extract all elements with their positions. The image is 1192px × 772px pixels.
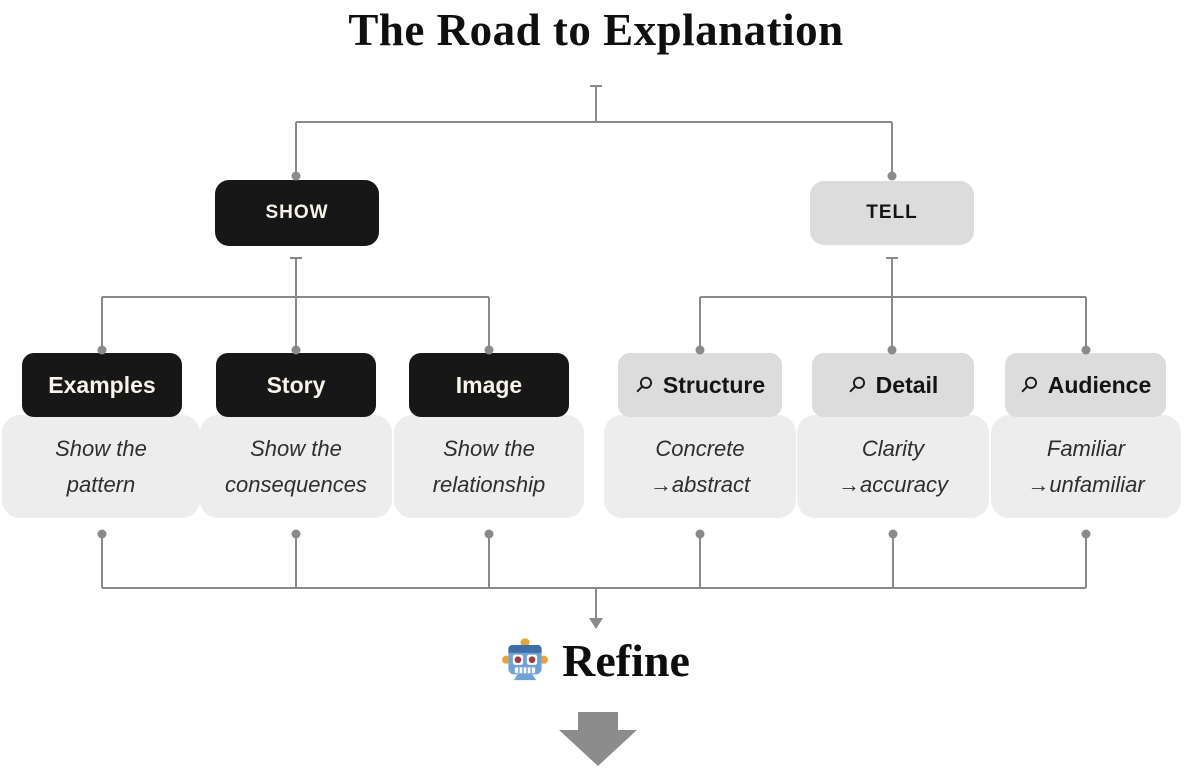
node-image: Image xyxy=(409,353,569,417)
refine-label: Refine xyxy=(562,635,690,686)
description-line: Show the xyxy=(443,436,535,462)
magnifier-icon xyxy=(636,376,652,392)
node-show: SHOW xyxy=(215,180,379,246)
description-line: Show the xyxy=(55,436,147,462)
panel-examples-description: Show the pattern xyxy=(2,415,200,518)
node-examples: Examples xyxy=(22,353,182,417)
show-subtree-connector xyxy=(101,257,490,348)
merge-connector xyxy=(101,534,1087,619)
node-detail-label: Detail xyxy=(875,371,939,398)
node-tell-label: TELL xyxy=(866,202,918,223)
node-audience: Audience xyxy=(1005,353,1166,417)
tell-subtree-connector xyxy=(699,257,1087,348)
description-line: relationship xyxy=(432,471,546,497)
description-line: pattern xyxy=(66,471,136,497)
refine-heading: Refine xyxy=(0,634,1192,687)
diagram-title: The Road to Explanation xyxy=(348,5,844,55)
node-tell: TELL xyxy=(810,181,974,245)
arrowhead-icon xyxy=(589,618,603,629)
description-line: Familiar xyxy=(1046,436,1126,462)
panel-detail-description: Clarity →accuracy xyxy=(797,415,989,518)
robot-icon xyxy=(502,638,549,680)
description-line: Show the xyxy=(250,436,342,462)
node-show-label: SHOW xyxy=(265,202,329,223)
node-examples-label: Examples xyxy=(48,371,156,398)
panel-structure-description: Concrete →abstract xyxy=(604,415,796,518)
panel-audience-description: Familiar →unfamiliar xyxy=(991,415,1181,518)
description-line: consequences xyxy=(225,471,367,497)
node-structure-label: Structure xyxy=(662,371,766,398)
description-line: →unfamiliar xyxy=(1027,471,1145,497)
magnifier-icon xyxy=(849,376,865,392)
description-line: →abstract xyxy=(649,471,751,497)
node-detail: Detail xyxy=(812,353,974,417)
node-story-label: Story xyxy=(266,371,326,398)
description-line: Clarity xyxy=(861,436,925,462)
node-image-label: Image xyxy=(455,371,523,398)
description-line: Concrete xyxy=(655,436,745,462)
panel-image-description: Show the relationship xyxy=(394,415,584,518)
node-audience-label: Audience xyxy=(1047,371,1152,398)
panel-story-description: Show the consequences xyxy=(200,415,392,518)
description-line: →accuracy xyxy=(837,471,949,497)
magnifier-icon xyxy=(1021,376,1037,392)
top-connector xyxy=(295,85,893,175)
node-story: Story xyxy=(216,353,376,417)
node-structure: Structure xyxy=(618,353,782,417)
